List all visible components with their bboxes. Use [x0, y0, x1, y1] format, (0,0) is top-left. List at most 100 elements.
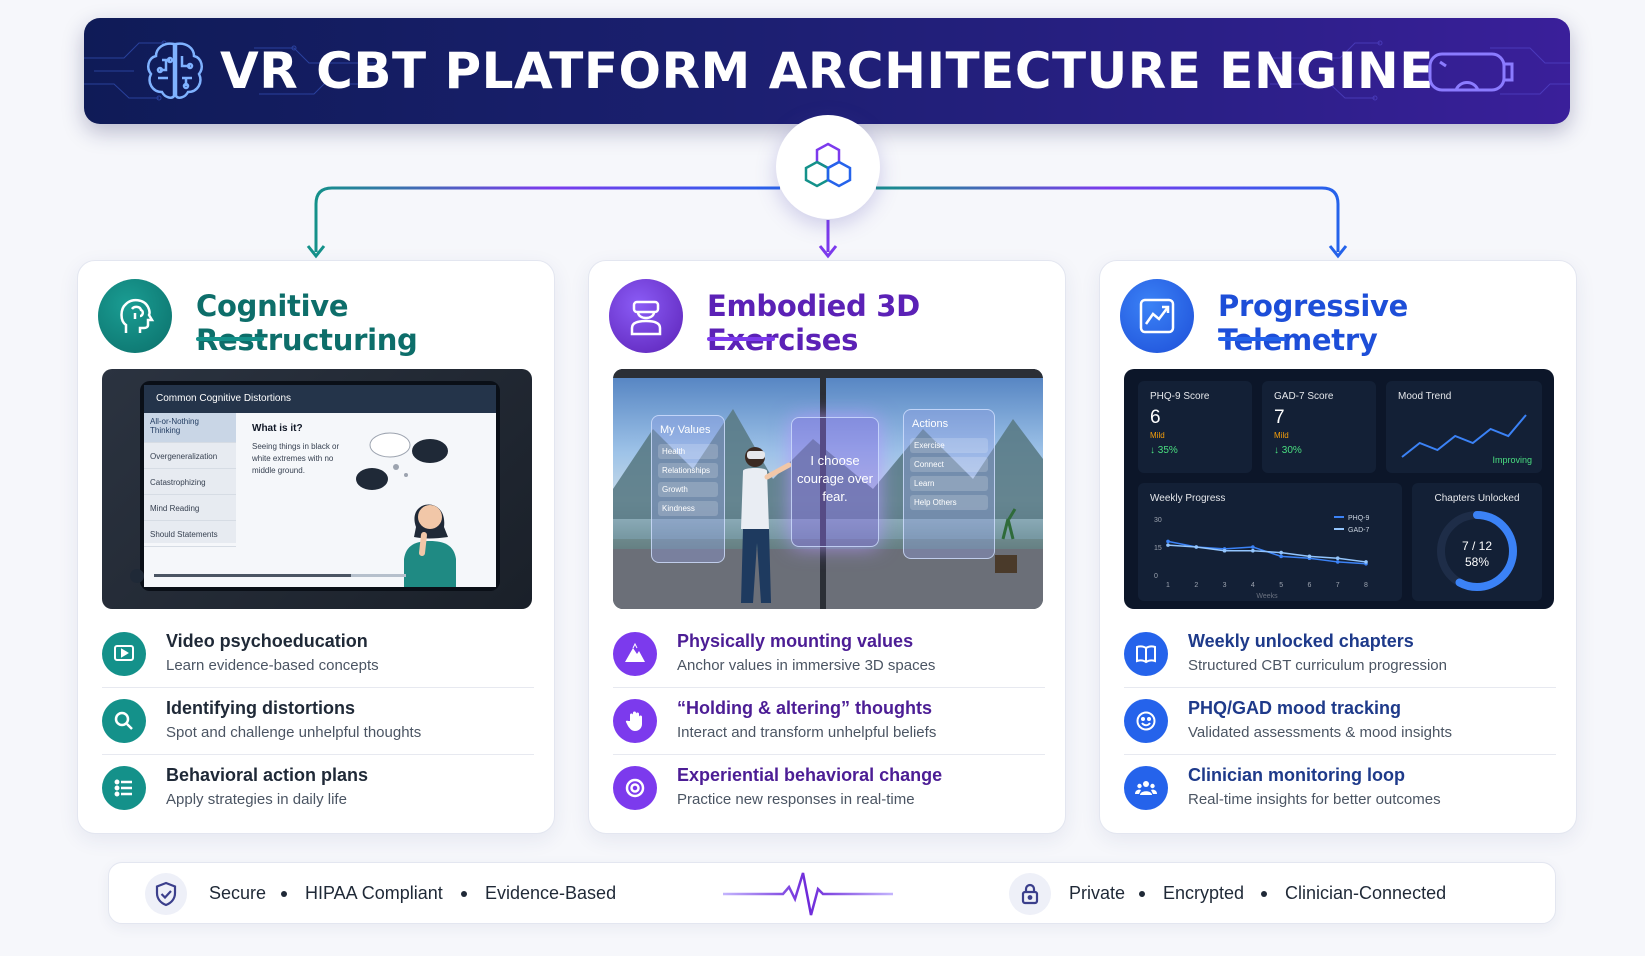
column-embodied-3d-exercises: Embodied 3D Exercises My Values Health R…: [588, 260, 1066, 834]
vr-person-icon: [609, 279, 683, 353]
footer-item-evidence: Evidence-Based: [485, 883, 617, 903]
play-screen-icon: [102, 632, 146, 676]
gad7-change: ↓ 30%: [1274, 445, 1302, 456]
distortion-item[interactable]: Overgeneralization: [144, 443, 236, 469]
separator-dot: [281, 891, 287, 897]
y-tick-label: 30: [1154, 517, 1162, 524]
value-item[interactable]: Kindness: [658, 501, 718, 516]
feature-subtitle: Apply strategies in daily life: [166, 791, 347, 808]
x-tick-label: 5: [1279, 582, 1283, 589]
circuit-decoration-right: [1270, 40, 1570, 101]
data-point: [1222, 548, 1227, 553]
actions-panel[interactable]: Actions Exercise Connect Learn Help Othe…: [903, 409, 995, 559]
footer-item-hipaa: HIPAA Compliant: [305, 883, 443, 903]
feature-item: Clinician monitoring loop Real-time insi…: [1124, 755, 1556, 822]
video-progress-fill: [154, 574, 351, 577]
circuit-decoration-left: [84, 40, 384, 101]
feature-title: Physically mounting values: [677, 631, 914, 651]
play-icon[interactable]: [130, 569, 144, 583]
values-panel-title: My Values: [660, 424, 711, 436]
distortion-item[interactable]: Mind Reading: [144, 495, 236, 521]
action-item[interactable]: Help Others: [910, 495, 988, 510]
footer-item-secure: Secure: [209, 883, 267, 903]
definition-heading: What is it?: [252, 423, 303, 434]
gad7-tile[interactable]: GAD-7 Score 7 Mild ↓ 30%: [1262, 381, 1376, 473]
action-item[interactable]: Exercise: [910, 438, 988, 453]
distortion-item[interactable]: Should Statements: [144, 521, 236, 547]
x-tick-label: 8: [1364, 582, 1368, 589]
feature-title: Weekly unlocked chapters: [1188, 631, 1414, 651]
feature-subtitle: Anchor values in immersive 3D spaces: [677, 657, 936, 674]
series-line-phq-9: [1167, 540, 1367, 565]
feature-subtitle: Real-time insights for better outcomes: [1188, 791, 1441, 808]
smile-icon: [1124, 699, 1168, 743]
data-point: [1335, 560, 1340, 564]
mood-status: Improving: [1492, 455, 1532, 465]
head-profile-icon: [98, 279, 172, 353]
phq9-label: PHQ-9 Score: [1150, 391, 1210, 402]
distortion-item[interactable]: All-or-Nothing Thinking: [144, 413, 236, 443]
users-icon: [1124, 766, 1168, 810]
column-cognitive-restructuring: Cognitive Restructuring Common Cognitive…: [77, 260, 555, 834]
feature-title: Video psychoeducation: [166, 631, 368, 651]
values-panel[interactable]: My Values Health Relationships Growth Ki…: [651, 415, 725, 563]
mood-trend-label: Mood Trend: [1398, 391, 1452, 402]
vr-headset-icon: [1426, 48, 1516, 103]
x-tick-label: 6: [1307, 582, 1311, 589]
value-item[interactable]: Relationships: [658, 463, 718, 478]
feature-item: PHQ/GAD mood tracking Validated assessme…: [1124, 688, 1556, 755]
mood-trend-line: [1401, 414, 1527, 458]
action-item[interactable]: Connect: [910, 457, 988, 472]
telemetry-dashboard: PHQ-9 Score 6 Mild ↓ 35% GAD-7 Score 7 M…: [1124, 369, 1554, 609]
feature-item: Physically mounting values Anchor values…: [613, 621, 1045, 688]
action-item[interactable]: Learn: [910, 476, 988, 491]
gad7-severity: Mild: [1274, 431, 1289, 440]
chapters-progress-arc: [1437, 511, 1517, 591]
feature-item: Weekly unlocked chapters Structured CBT …: [1124, 621, 1556, 688]
thinking-woman-illustration: [356, 432, 456, 587]
data-point: [1166, 539, 1170, 544]
feature-title: PHQ/GAD mood tracking: [1188, 698, 1402, 718]
data-point: [1307, 554, 1312, 559]
tablet-device: Common Cognitive Distortions All-or-Noth…: [130, 381, 500, 591]
value-item[interactable]: Health: [658, 444, 718, 459]
data-point: [1194, 545, 1199, 549]
mountain-icon: [613, 632, 657, 676]
value-item[interactable]: Growth: [658, 482, 718, 497]
data-point: [1279, 554, 1283, 559]
psychoeducation-screen: Common Cognitive Distortions All-or-Noth…: [102, 369, 532, 609]
x-tick-label: 4: [1251, 582, 1255, 589]
chapters-percent: 58%: [1464, 555, 1490, 569]
feature-list: Physically mounting values Anchor values…: [613, 621, 1045, 822]
mood-trend-tile[interactable]: Mood Trend Improving: [1386, 381, 1542, 473]
title-underline: [707, 337, 775, 341]
actions-panel-title: Actions: [912, 418, 949, 430]
feature-subtitle: Validated assessments & mood insights: [1188, 724, 1453, 741]
affirmation-panel[interactable]: I choose courage over fear.: [791, 417, 879, 547]
column-title: Cognitive Restructuring: [196, 289, 418, 357]
shield-check-icon: [145, 873, 187, 915]
feature-subtitle: Spot and challenge unhelpful thoughts: [166, 724, 422, 741]
screen-title: Common Cognitive Distortions: [144, 385, 496, 413]
column-title: Progressive Telemetry: [1218, 289, 1408, 357]
feature-item: Behavioral action plans Apply strategies…: [102, 755, 534, 822]
x-tick-label: 7: [1336, 582, 1340, 589]
feature-item: Identifying distortions Spot and challen…: [102, 688, 534, 755]
gad7-value: 7: [1274, 407, 1285, 428]
phq9-tile[interactable]: PHQ-9 Score 6 Mild ↓ 35%: [1138, 381, 1252, 473]
footer-bar: Secure HIPAA Compliant Evidence-Based Pr…: [108, 862, 1556, 924]
feature-list: Video psychoeducation Learn evidence-bas…: [102, 621, 534, 822]
chart-trend-icon: [1120, 279, 1194, 353]
footer-item-encrypted: Encrypted: [1163, 883, 1245, 903]
distortion-item[interactable]: Catastrophizing: [144, 469, 236, 495]
video-progress-bar[interactable]: [130, 569, 406, 583]
chapters-value: 7 / 12: [1461, 539, 1493, 553]
feature-title: Clinician monitoring loop: [1188, 765, 1405, 785]
feature-subtitle: Structured CBT curriculum progression: [1188, 657, 1447, 674]
data-point: [1251, 545, 1255, 549]
chapters-tile[interactable]: Chapters Unlocked 7 / 12 58%: [1412, 483, 1542, 601]
data-point: [1364, 560, 1368, 564]
phq9-change: ↓ 35%: [1150, 445, 1178, 456]
